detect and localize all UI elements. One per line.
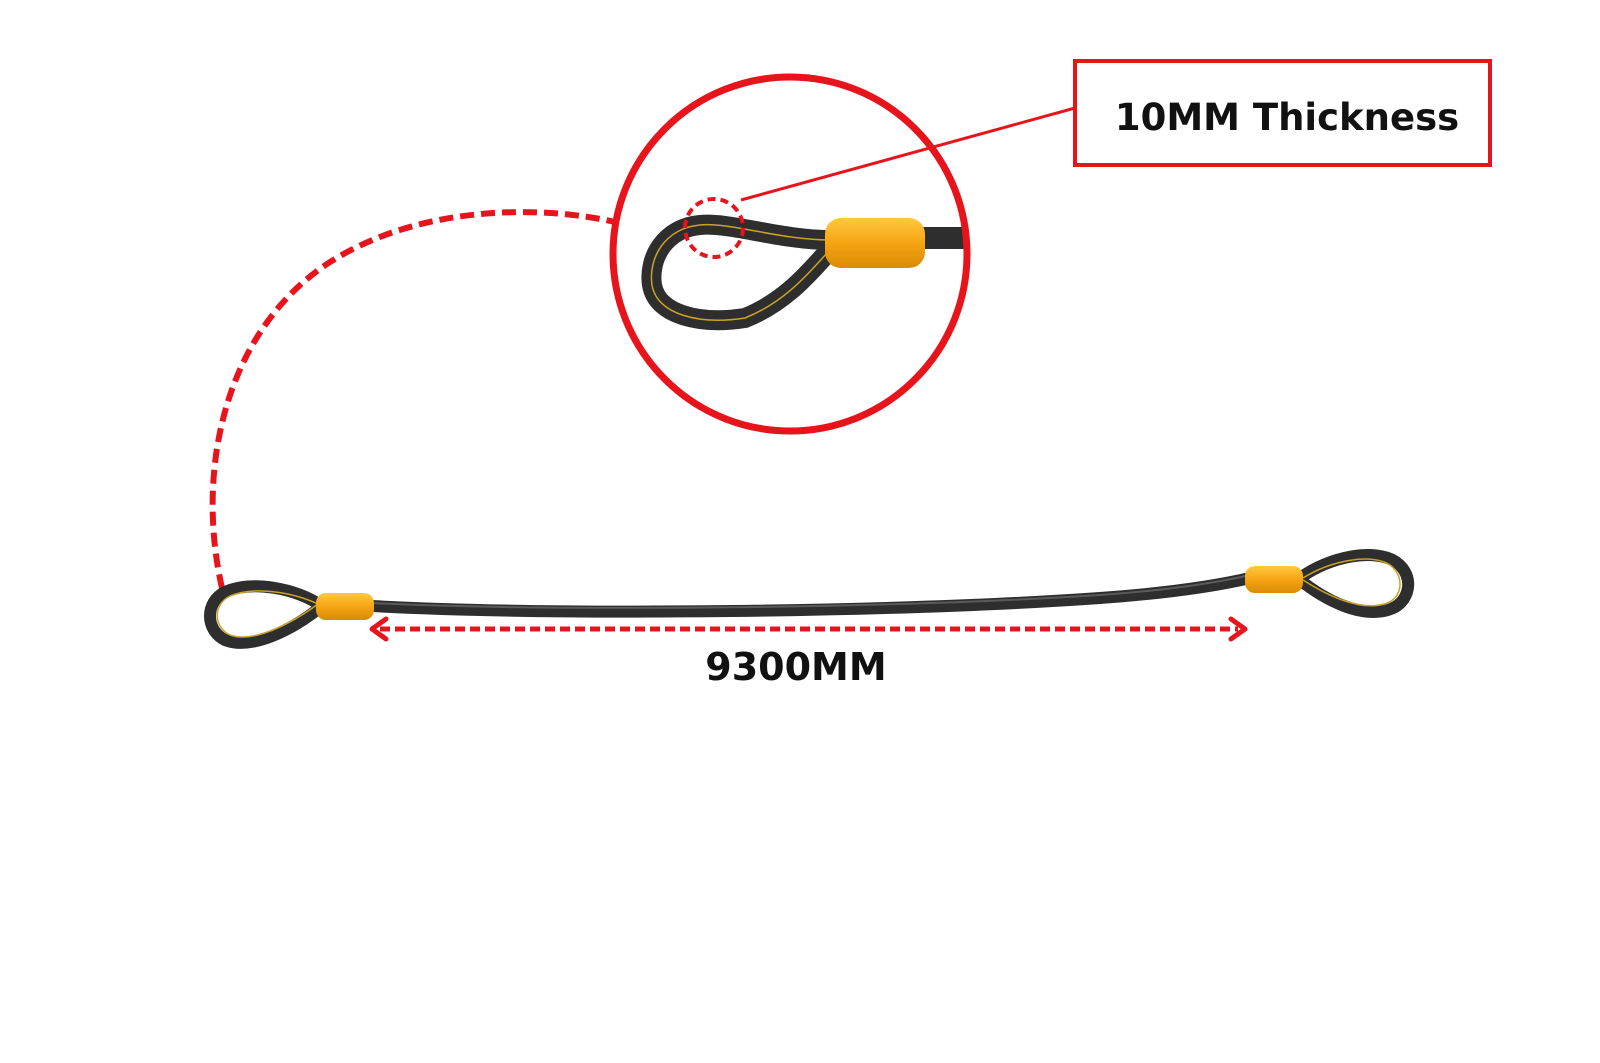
callout-leader-line: [740, 106, 1076, 202]
magnified-ferrule: [825, 218, 925, 268]
left-loop: [204, 580, 333, 649]
zoom-circle-outline: [609, 73, 971, 435]
arrow-right-icon: [1228, 616, 1248, 642]
cable-highlight: [371, 574, 1251, 609]
thickness-callout: 10MM Thickness: [1073, 59, 1492, 167]
magnified-loop: [641, 214, 966, 331]
left-ferrule: [316, 593, 374, 620]
thickness-label: 10MM Thickness: [1115, 96, 1459, 139]
callout-box: [1073, 59, 1492, 167]
right-ferrule: [1245, 566, 1303, 593]
length-dimension: 9300MM: [369, 616, 1248, 689]
zoom-circle-icon: [609, 73, 971, 435]
arrow-left-icon: [369, 616, 389, 642]
cable-body: [366, 572, 1256, 618]
security-cable: [204, 549, 1415, 649]
dashed-circle-icon: [683, 197, 745, 259]
right-loop: [1294, 549, 1415, 618]
length-label: 9300MM: [705, 645, 886, 689]
magnifier-connector-line: [209, 209, 616, 589]
